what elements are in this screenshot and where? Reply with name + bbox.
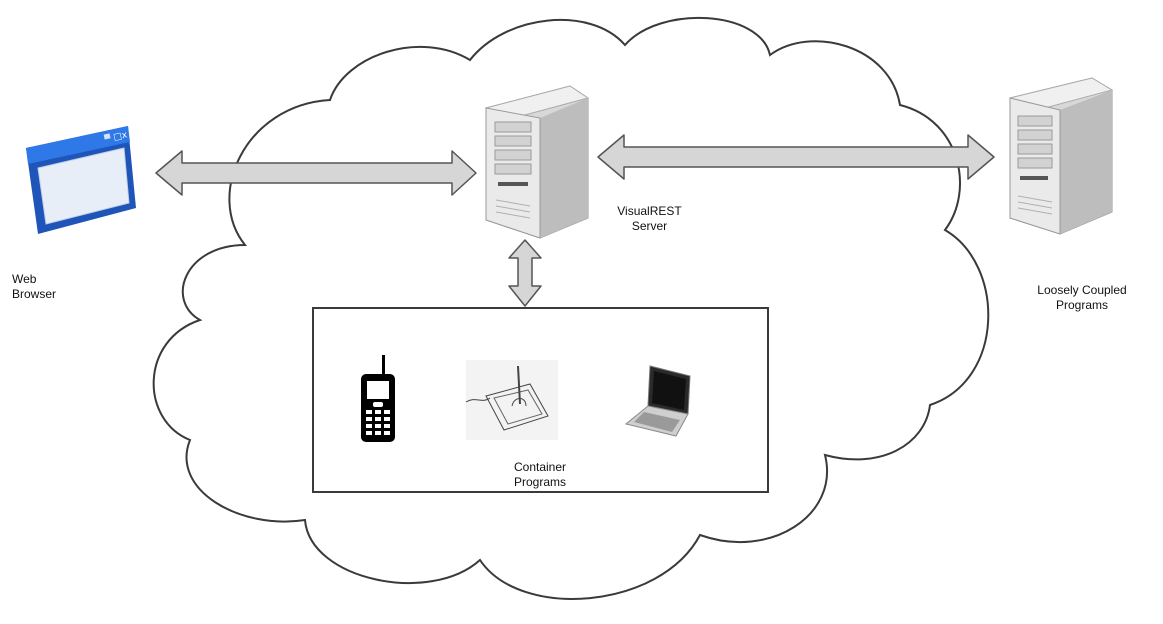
server-tower-icon	[484, 85, 590, 239]
laptop-icon	[624, 365, 691, 437]
loosely-coupled-programs-label: Loosely Coupled Programs	[1037, 283, 1127, 312]
tablet-stylus-icon	[465, 360, 558, 440]
container-programs-label: Container Programs	[513, 460, 567, 489]
arrow-browser-server	[155, 150, 477, 196]
web-browser-label: Web Browser	[12, 272, 57, 301]
arrow-server-loosely-coupled	[597, 134, 995, 180]
svg-text:□x: □x	[113, 130, 129, 143]
mobile-phone-icon	[361, 355, 395, 442]
arrow-server-container	[508, 239, 542, 307]
browser-window-icon: □x	[26, 126, 136, 234]
server-tower-icon	[1008, 77, 1114, 235]
visualrest-server-label: VisualREST Server	[617, 204, 682, 233]
